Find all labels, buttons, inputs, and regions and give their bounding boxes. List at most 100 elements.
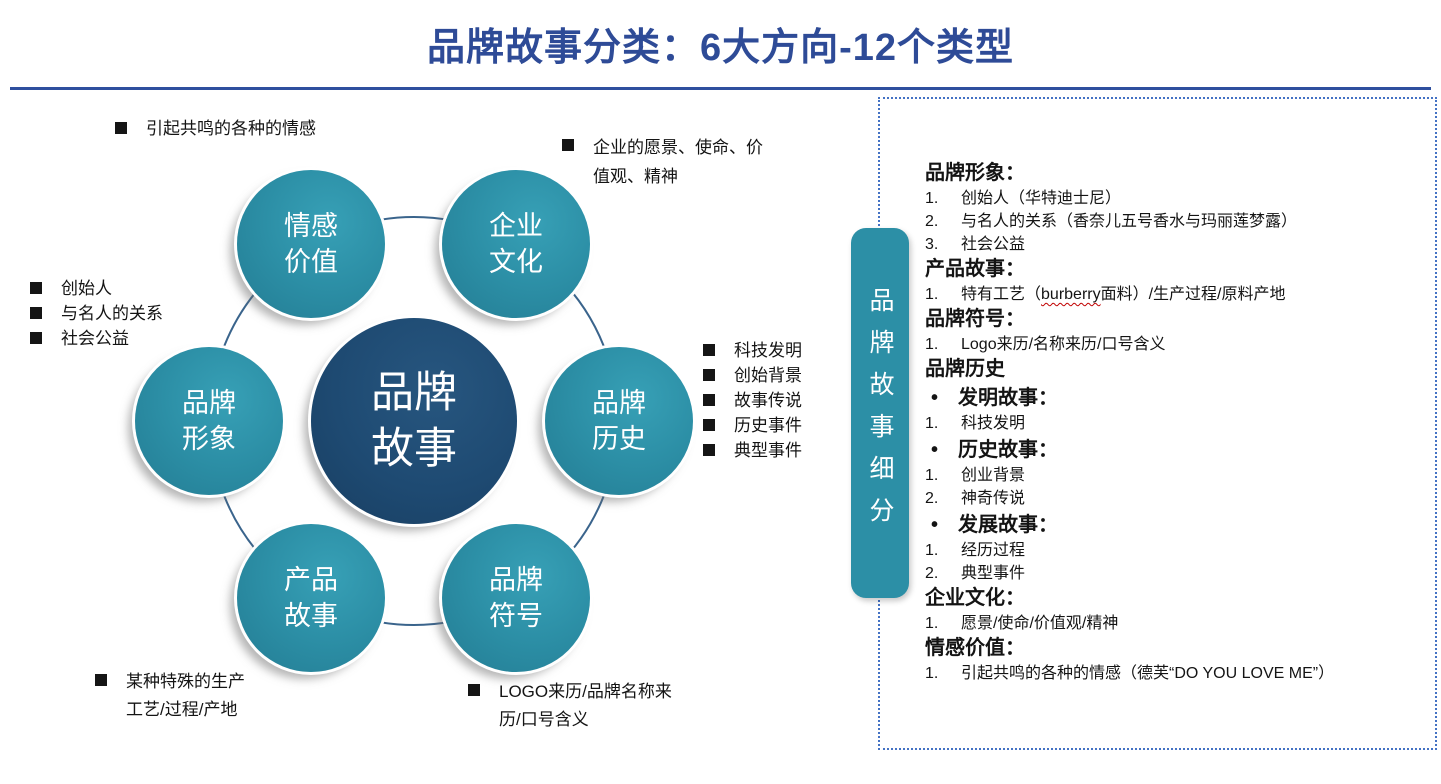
misspelled-word: burberry xyxy=(1041,286,1101,303)
item-number: 1. xyxy=(925,542,939,559)
panel-section-header: 品牌历史 xyxy=(925,358,1005,380)
item-number: 3. xyxy=(925,236,939,253)
square-bullet-icon xyxy=(703,444,715,456)
square-bullet-icon xyxy=(30,282,42,294)
node-label-line: 价值 xyxy=(284,247,338,277)
square-bullet-icon xyxy=(703,344,715,356)
item-text: 创业背景 xyxy=(961,467,1026,484)
node-label-line: 故事 xyxy=(371,425,457,473)
item-text: 引起共鸣的各种的情感（德芙“DO YOU LOVE ME”） xyxy=(961,665,1335,682)
bullet-item: 企业的愿景、使命、价值观、精神 xyxy=(562,133,775,191)
annotation-text: 创始背景 xyxy=(734,366,802,385)
square-bullet-icon xyxy=(468,684,480,696)
node-label-line: 企业 xyxy=(489,211,543,241)
annotation-text: 创始人 xyxy=(61,279,112,298)
node-label-line: 品牌 xyxy=(371,369,457,417)
item-number: 1. xyxy=(925,336,939,353)
node-label-line: 产品 xyxy=(284,565,338,595)
panel-item: 1. 引起共鸣的各种的情感（德芙“DO YOU LOVE ME”） xyxy=(925,662,1419,685)
panel-section-header: 品牌形象： xyxy=(925,162,1025,184)
item-text: 创始人（华特迪士尼） xyxy=(961,190,1122,207)
annotation-brand-symbol: LOGO来历/品牌名称来历/口号含义 xyxy=(468,678,681,734)
annotation-text: 与名人的关系 xyxy=(61,304,163,323)
annotation-text: 故事传说 xyxy=(734,391,802,410)
bullet-header-text: 历史故事： xyxy=(958,439,1058,461)
node-brand-symbol: 品牌 符号 xyxy=(442,524,590,672)
item-text-segment: 特有工艺（ xyxy=(961,286,1042,303)
panel-item: 1. 愿景/使命/价值观/精神 xyxy=(925,612,1419,635)
bullet-header-text: 发展故事： xyxy=(958,514,1058,536)
square-bullet-icon xyxy=(703,394,715,406)
item-number: 1. xyxy=(925,190,939,207)
bullet-item: 故事传说 xyxy=(703,388,802,413)
item-text: 经历过程 xyxy=(961,542,1026,559)
bullet-item: LOGO来历/品牌名称来历/口号含义 xyxy=(468,678,681,734)
item-number: 1. xyxy=(925,615,939,632)
square-bullet-icon xyxy=(30,307,42,319)
annotation-brand-image: 创始人 与名人的关系 社会公益 xyxy=(30,276,163,351)
node-label-line: 符号 xyxy=(489,601,543,631)
bullet-item: 某种特殊的生产工艺/过程/产地 xyxy=(95,668,260,724)
item-text: 特有工艺（burberry面料）/生产过程/原料产地 xyxy=(961,283,1419,306)
panel-item: 2. 与名人的关系（香奈儿五号香水与玛丽莲梦露） xyxy=(925,210,1419,233)
detail-panel: 品牌形象： 1. 创始人（华特迪士尼） 2. 与名人的关系（香奈儿五号香水与玛丽… xyxy=(878,97,1437,750)
item-number: 1. xyxy=(925,665,939,682)
item-number: 1. xyxy=(925,467,939,484)
item-number: 2. xyxy=(925,490,939,507)
bullet-item: 典型事件 xyxy=(703,438,802,463)
node-label-line: 情感 xyxy=(284,211,338,241)
panel-item: 1. 创始人（华特迪士尼） xyxy=(925,187,1419,210)
bullet-item: 创始人 xyxy=(30,276,163,301)
panel-item: 2. 典型事件 xyxy=(925,562,1419,585)
node-label-line: 品牌 xyxy=(489,565,543,595)
bullet-item: 与名人的关系 xyxy=(30,301,163,326)
node-label-line: 品牌 xyxy=(182,388,236,418)
panel-section-header: 产品故事： xyxy=(925,258,1025,280)
item-text: 愿景/使命/价值观/精神 xyxy=(961,615,1119,632)
bullet-item: 科技发明 xyxy=(703,338,802,363)
square-bullet-icon xyxy=(30,332,42,344)
panel-item: 1. 特有工艺（burberry面料）/生产过程/原料产地 xyxy=(925,283,1419,306)
node-label-line: 故事 xyxy=(284,601,338,631)
panel-item: 2. 神奇传说 xyxy=(925,487,1419,510)
node-label-line: 品牌 xyxy=(592,388,646,418)
bullet-dot-icon: • xyxy=(931,439,939,461)
bullet-item: 引起共鸣的各种的情感 xyxy=(115,116,316,141)
node-brand-history: 品牌 历史 xyxy=(545,347,693,495)
panel-item: 1. 创业背景 xyxy=(925,464,1419,487)
panel-item: 3. 社会公益 xyxy=(925,233,1419,256)
annotation-text: 企业的愿景、使命、价值观、精神 xyxy=(593,138,763,186)
node-corporate-culture: 企业 文化 xyxy=(442,170,590,318)
node-emotional-value: 情感 价值 xyxy=(237,170,385,318)
item-text: 科技发明 xyxy=(961,415,1026,432)
title-divider xyxy=(10,87,1431,90)
node-label-line: 文化 xyxy=(489,247,543,277)
panel-bullet-header: • 发展故事： xyxy=(925,512,1419,539)
square-bullet-icon xyxy=(95,674,107,686)
panel-section-header: 企业文化： xyxy=(925,587,1025,609)
panel-item: 1. 科技发明 xyxy=(925,412,1419,435)
square-bullet-icon xyxy=(703,369,715,381)
annotation-emotional-value: 引起共鸣的各种的情感 xyxy=(115,116,316,141)
panel-bullet-header: • 历史故事： xyxy=(925,437,1419,464)
bullet-dot-icon: • xyxy=(931,514,939,536)
annotation-text: 某种特殊的生产工艺/过程/产地 xyxy=(126,672,245,719)
item-number: 1. xyxy=(925,286,939,303)
square-bullet-icon xyxy=(115,122,127,134)
panel-item: 1. 经历过程 xyxy=(925,539,1419,562)
bullet-item: 历史事件 xyxy=(703,413,802,438)
panel-section-header: 品牌符号： xyxy=(925,308,1025,330)
annotation-text: 历史事件 xyxy=(734,416,802,435)
panel-item: 1. Logo来历/名称来历/口号含义 xyxy=(925,333,1419,356)
panel-bullet-header: • 发明故事： xyxy=(925,385,1419,412)
bullet-item: 创始背景 xyxy=(703,363,802,388)
item-text: Logo来历/名称来历/口号含义 xyxy=(961,336,1166,353)
item-number: 2. xyxy=(925,565,939,582)
bullet-dot-icon: • xyxy=(931,387,939,409)
node-label-line: 形象 xyxy=(182,424,236,454)
annotation-product-story: 某种特殊的生产工艺/过程/产地 xyxy=(95,668,260,724)
item-number: 1. xyxy=(925,415,939,432)
annotation-text: 社会公益 xyxy=(61,329,129,348)
item-text: 神奇传说 xyxy=(961,490,1026,507)
